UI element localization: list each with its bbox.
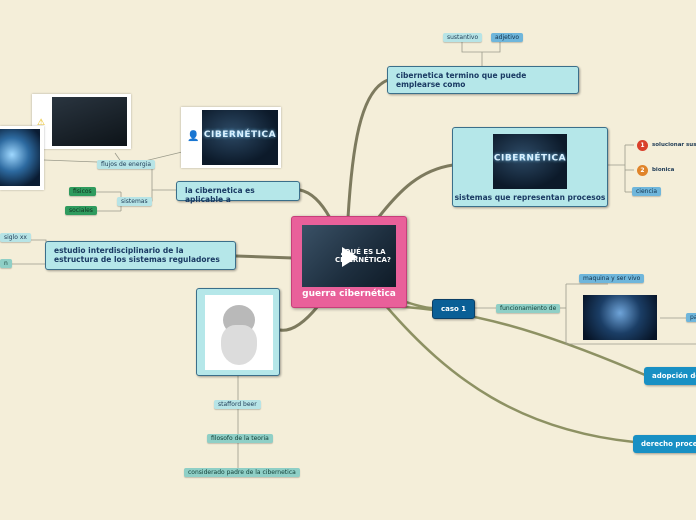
node-caso[interactable]: caso 1 bbox=[432, 299, 476, 319]
cibernetica-image: CIBERNÉTICA bbox=[493, 134, 567, 189]
tag-adjetivo[interactable]: adjetivo bbox=[491, 33, 524, 42]
tag-stafford[interactable]: stafford beer bbox=[214, 400, 261, 409]
branch-termino bbox=[346, 78, 390, 220]
cibernetica-card: 👤 CIBERNÉTICA bbox=[181, 107, 281, 168]
node-estudio[interactable]: estudio interdisciplinario de la estruct… bbox=[45, 241, 236, 270]
central-title: guerra cibernética bbox=[302, 289, 396, 299]
tag-n[interactable]: n bbox=[0, 259, 12, 268]
tag-siglo[interactable]: siglo xx bbox=[0, 233, 31, 242]
branch-aplicable bbox=[298, 188, 332, 220]
brain-photo bbox=[0, 129, 40, 186]
node-aplicable[interactable]: la cibernetica es aplicable a bbox=[176, 181, 300, 204]
branch-stafford bbox=[278, 304, 320, 332]
tag-sociales[interactable]: sociales bbox=[65, 206, 97, 215]
tag-padre[interactable]: considerado padre de la cibernetica bbox=[184, 468, 300, 477]
priority-1-icon: 1 bbox=[637, 140, 648, 151]
play-icon[interactable] bbox=[342, 247, 358, 267]
stafford-beard bbox=[221, 325, 257, 365]
sistemas-representan-label: sistemas que representan procesos bbox=[454, 193, 606, 202]
tag-maquina[interactable]: maquina y ser vivo bbox=[579, 274, 645, 283]
tag-pa[interactable]: pa bbox=[686, 313, 696, 322]
tag-bionica[interactable]: bionica bbox=[652, 167, 675, 173]
branch-derecho bbox=[384, 304, 636, 444]
video-thumbnail[interactable]: ¿QUÉ ES LA CIBERNÉTICA? bbox=[302, 225, 396, 287]
node-adopcion[interactable]: adopción de bbox=[644, 367, 696, 385]
user-icon: 👤 bbox=[187, 131, 200, 142]
branch-sistemas bbox=[376, 163, 455, 220]
tag-sustantivo[interactable]: sustantivo bbox=[443, 33, 483, 42]
node-stafford-image[interactable] bbox=[196, 288, 280, 376]
video-title: ¿QUÉ ES LA CIBERNÉTICA? bbox=[335, 248, 391, 264]
stafford-photo bbox=[205, 295, 273, 370]
hacker-image: ⚠ bbox=[32, 94, 131, 149]
tag-ciencia[interactable]: ciencia bbox=[632, 187, 662, 196]
node-derecho[interactable]: derecho proce bbox=[633, 435, 696, 453]
tag-filosofo[interactable]: filosofo de la teoria bbox=[207, 434, 273, 443]
node-sistemas-representan[interactable]: CIBERNÉTICA sistemas que representan pro… bbox=[452, 127, 608, 207]
node-termino[interactable]: cibernetica termino que puede emplearse … bbox=[387, 66, 579, 94]
tag-solucionar[interactable]: solucionar sus bbox=[652, 142, 696, 148]
cibernetica-image-text: CIBERNÉTICA bbox=[493, 153, 567, 164]
branch-estudio bbox=[234, 254, 295, 260]
tag-sistemas[interactable]: sistemas bbox=[117, 197, 152, 206]
branch-adopcion bbox=[388, 304, 647, 377]
tag-funcionamiento[interactable]: funcionamiento de bbox=[496, 304, 561, 313]
brain-image bbox=[0, 126, 44, 190]
warning-icon: ⚠ bbox=[37, 118, 46, 128]
tag-flujos[interactable]: flujos de energia bbox=[97, 160, 156, 169]
cibernetica-image-2-text: CIBERNÉTICA bbox=[203, 129, 277, 140]
hacker-photo bbox=[52, 97, 127, 146]
central-node[interactable]: ¿QUÉ ES LA CIBERNÉTICA? guerra cibernéti… bbox=[291, 216, 407, 308]
priority-2-icon: 2 bbox=[637, 165, 648, 176]
cibernetica-image-2: CIBERNÉTICA bbox=[202, 110, 278, 165]
tag-fisicos[interactable]: fisicos bbox=[69, 187, 96, 196]
robot-image bbox=[583, 295, 657, 340]
